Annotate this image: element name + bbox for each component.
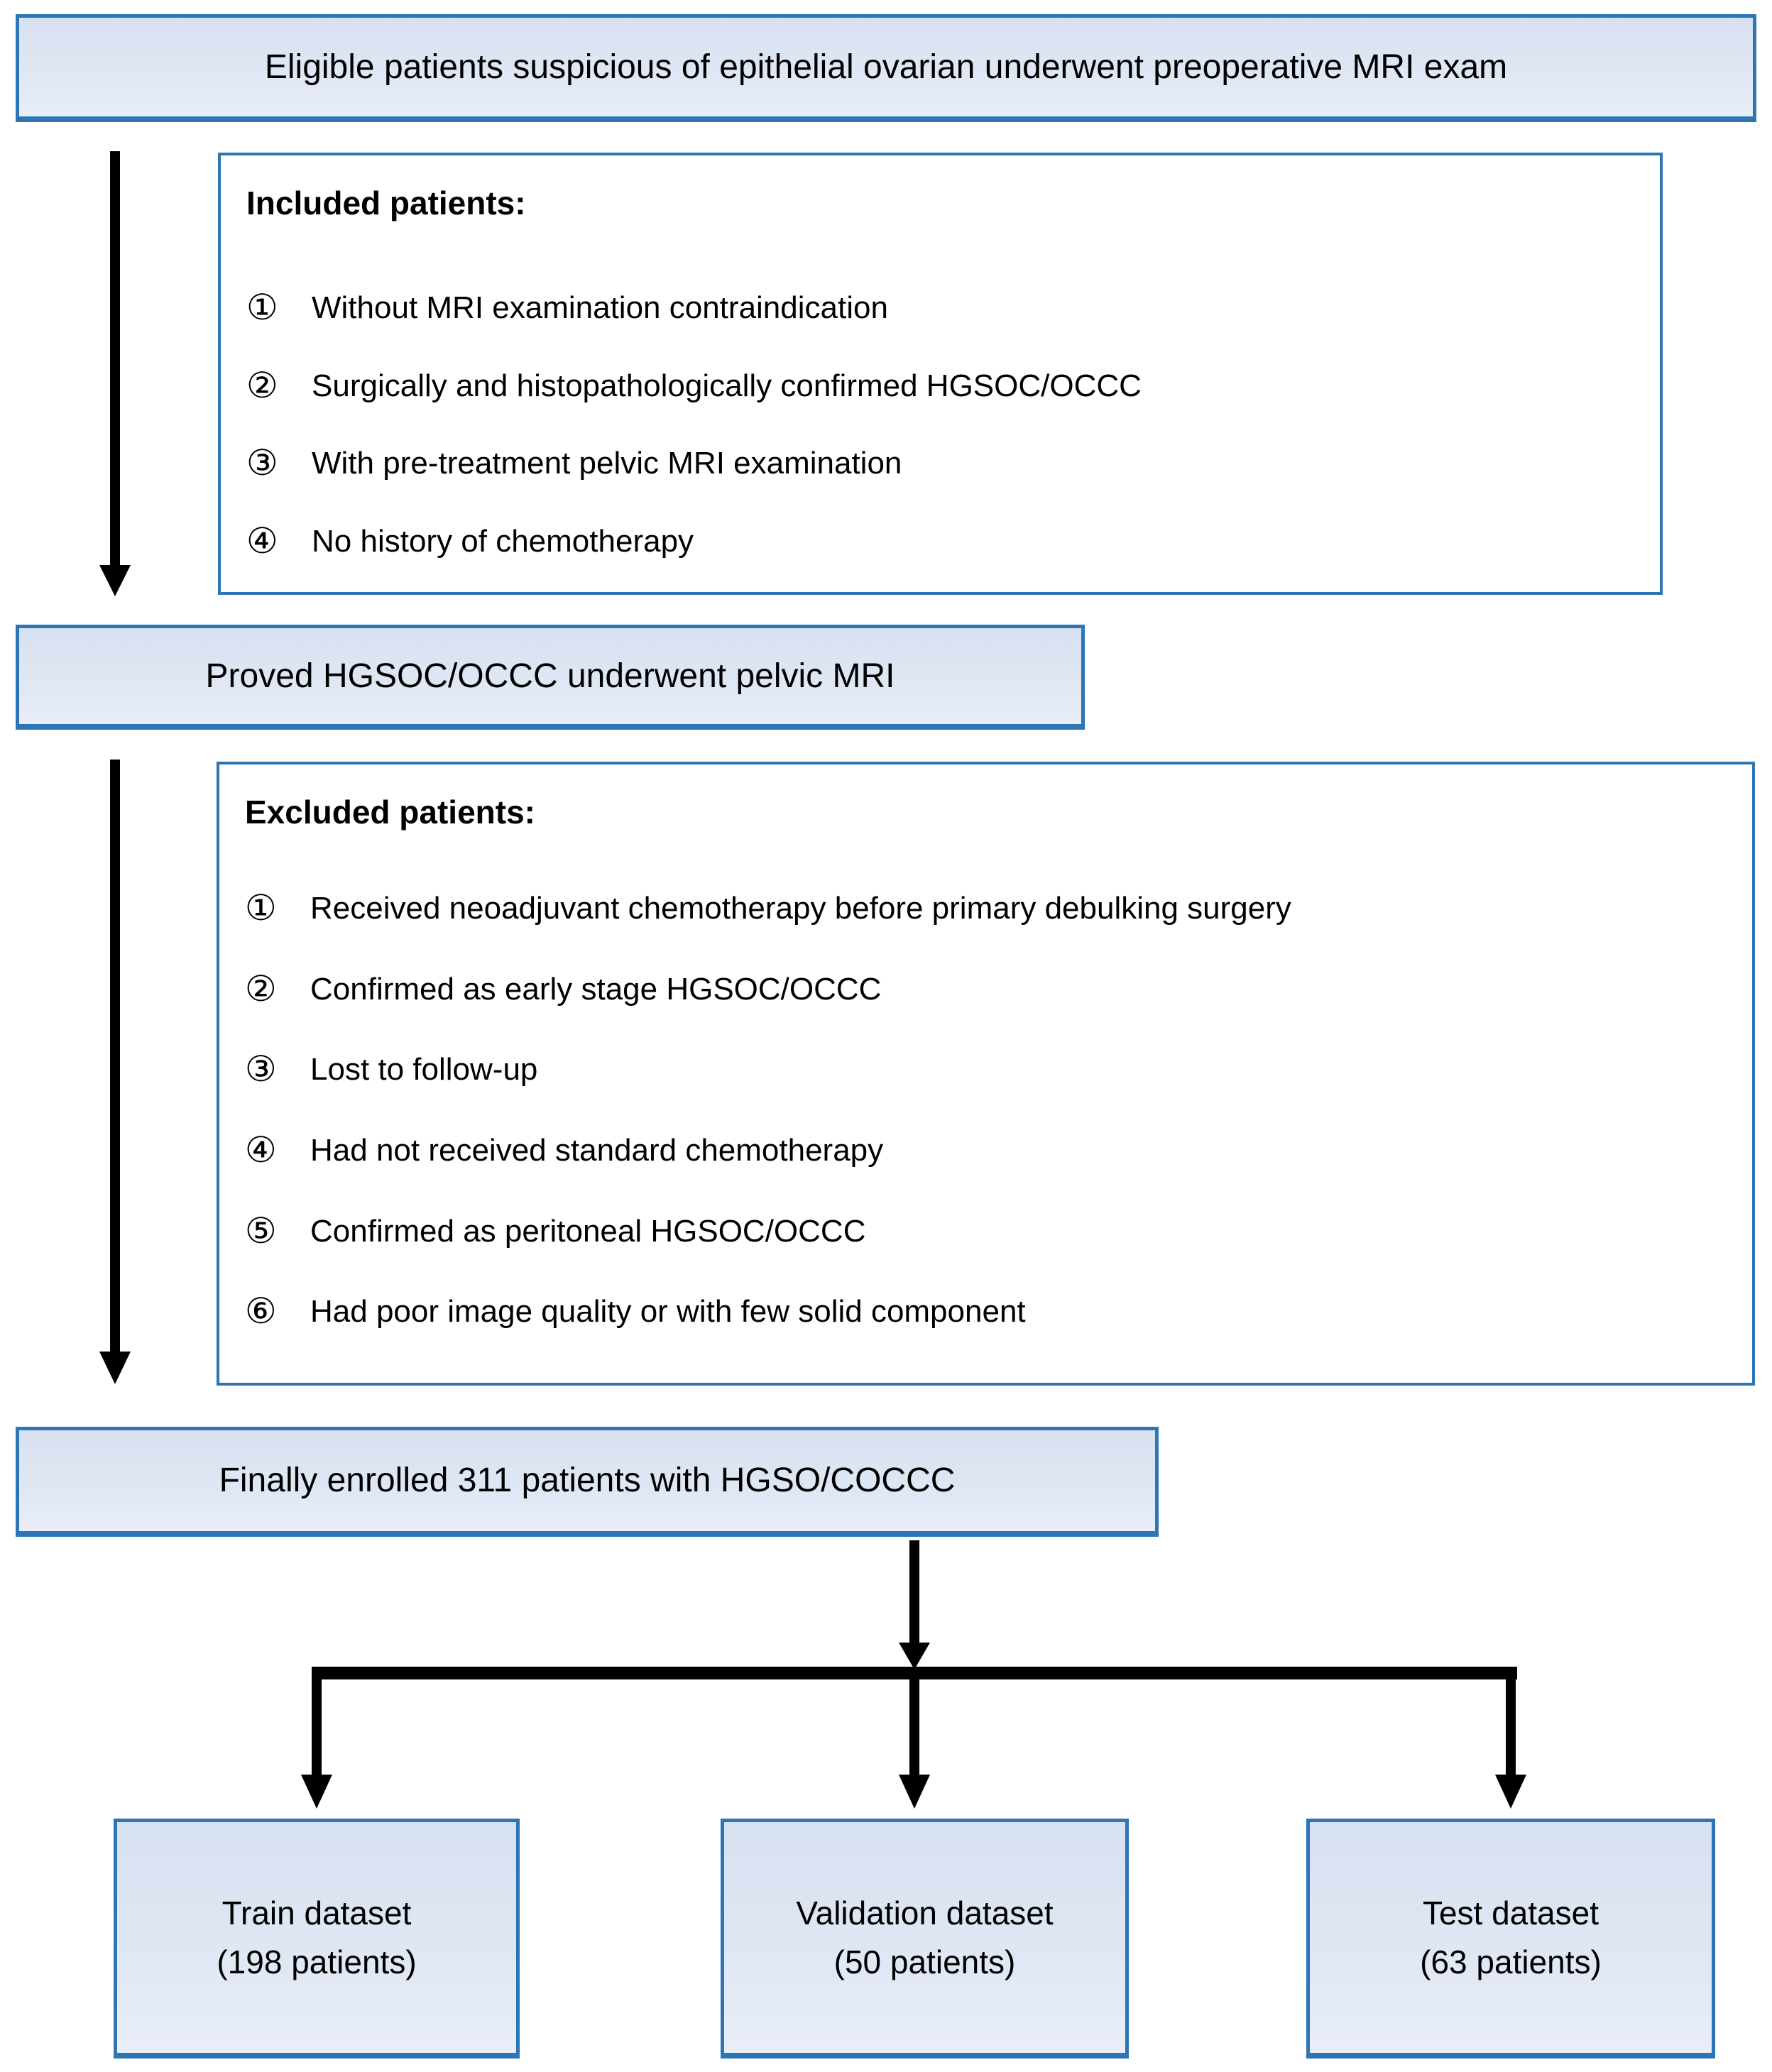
included-item-2: ② Surgically and histopathologically con… xyxy=(246,367,1660,405)
circled-5-icon: ⑤ xyxy=(245,1210,277,1251)
excluded-item-6-text: Had poor image quality or with few solid… xyxy=(310,1294,1026,1330)
circled-3-icon: ③ xyxy=(246,443,278,483)
dataset-name: Train dataset xyxy=(222,1894,412,1931)
excluded-item-1: ① Received neoadjuvant chemotherapy befo… xyxy=(245,889,1752,928)
enrolled-box: Finally enrolled 311 patients with HGSO/… xyxy=(16,1427,1159,1537)
excluded-item-1-text: Received neoadjuvant chemotherapy before… xyxy=(310,891,1291,926)
dataset-name: Validation dataset xyxy=(796,1894,1054,1931)
circled-2-icon: ② xyxy=(246,365,278,405)
circled-1-icon: ① xyxy=(245,888,277,928)
included-item-1-text: Without MRI examination contraindication xyxy=(312,290,888,325)
circled-2-icon: ② xyxy=(245,968,277,1009)
circled-6-icon: ⑥ xyxy=(245,1291,277,1332)
arrow-proved-to-enrolled xyxy=(99,760,131,1384)
excluded-item-2: ② Confirmed as early stage HGSOC/OCCC xyxy=(245,970,1752,1009)
included-title: Included patients: xyxy=(246,185,526,221)
test-dataset-box: Test dataset (63 patients) xyxy=(1306,1819,1715,2059)
dataset-count: (50 patients) xyxy=(833,1943,1016,1980)
proved-box-text: Proved HGSOC/OCCC underwent pelvic MRI xyxy=(205,657,895,695)
arrow-split-to-train xyxy=(301,1672,332,1809)
excluded-item-4: ④ Had not received standard chemotherapy xyxy=(245,1131,1752,1170)
circled-1-icon: ① xyxy=(246,287,278,327)
excluded-item-3: ③ Lost to follow-up xyxy=(245,1051,1752,1089)
validation-dataset-box: Validation dataset (50 patients) xyxy=(721,1819,1129,2059)
arrow-enrolled-to-split xyxy=(899,1540,930,1670)
excluded-item-5-text: Confirmed as peritoneal HGSOC/OCCC xyxy=(310,1213,866,1249)
excluded-item-4-text: Had not received standard chemotherapy xyxy=(310,1133,884,1168)
dataset-count: (63 patients) xyxy=(1420,1943,1602,1980)
eligible-box-text: Eligible patients suspicious of epitheli… xyxy=(264,48,1508,86)
excluded-item-5: ⑤ Confirmed as peritoneal HGSOC/OCCC xyxy=(245,1212,1752,1251)
dataset-name: Test dataset xyxy=(1422,1894,1599,1931)
included-item-4: ④ No history of chemotherapy xyxy=(246,522,1660,561)
circled-4-icon: ④ xyxy=(246,521,278,561)
included-item-3: ③ With pre-treatment pelvic MRI examinat… xyxy=(246,444,1660,483)
included-item-3-text: With pre-treatment pelvic MRI examinatio… xyxy=(312,446,902,481)
enrolled-box-text: Finally enrolled 311 patients with HGSO/… xyxy=(219,1462,956,1500)
included-panel: Included patients: ① Without MRI examina… xyxy=(218,153,1663,595)
eligible-box: Eligible patients suspicious of epitheli… xyxy=(16,14,1756,122)
dataset-count: (198 patients) xyxy=(217,1943,417,1980)
arrow-split-to-test xyxy=(1495,1672,1526,1809)
circled-4-icon: ④ xyxy=(245,1130,277,1171)
excluded-item-2-text: Confirmed as early stage HGSOC/OCCC xyxy=(310,971,882,1007)
included-item-4-text: No history of chemotherapy xyxy=(312,524,694,559)
excluded-title: Excluded patients: xyxy=(245,794,535,831)
excluded-item-3-text: Lost to follow-up xyxy=(310,1052,538,1087)
included-item-2-text: Surgically and histopathologically confi… xyxy=(312,368,1142,403)
excluded-item-6: ⑥ Had poor image quality or with few sol… xyxy=(245,1293,1752,1331)
included-item-1: ① Without MRI examination contraindicati… xyxy=(246,289,1660,327)
split-bar xyxy=(312,1667,1517,1679)
arrow-eligible-to-proved xyxy=(99,151,131,596)
proved-box: Proved HGSOC/OCCC underwent pelvic MRI xyxy=(16,625,1085,730)
circled-3-icon: ③ xyxy=(245,1049,277,1090)
arrow-split-to-validation xyxy=(899,1679,930,1809)
train-dataset-box: Train dataset (198 patients) xyxy=(114,1819,520,2059)
excluded-panel: Excluded patients: ① Received neoadjuvan… xyxy=(217,762,1755,1386)
